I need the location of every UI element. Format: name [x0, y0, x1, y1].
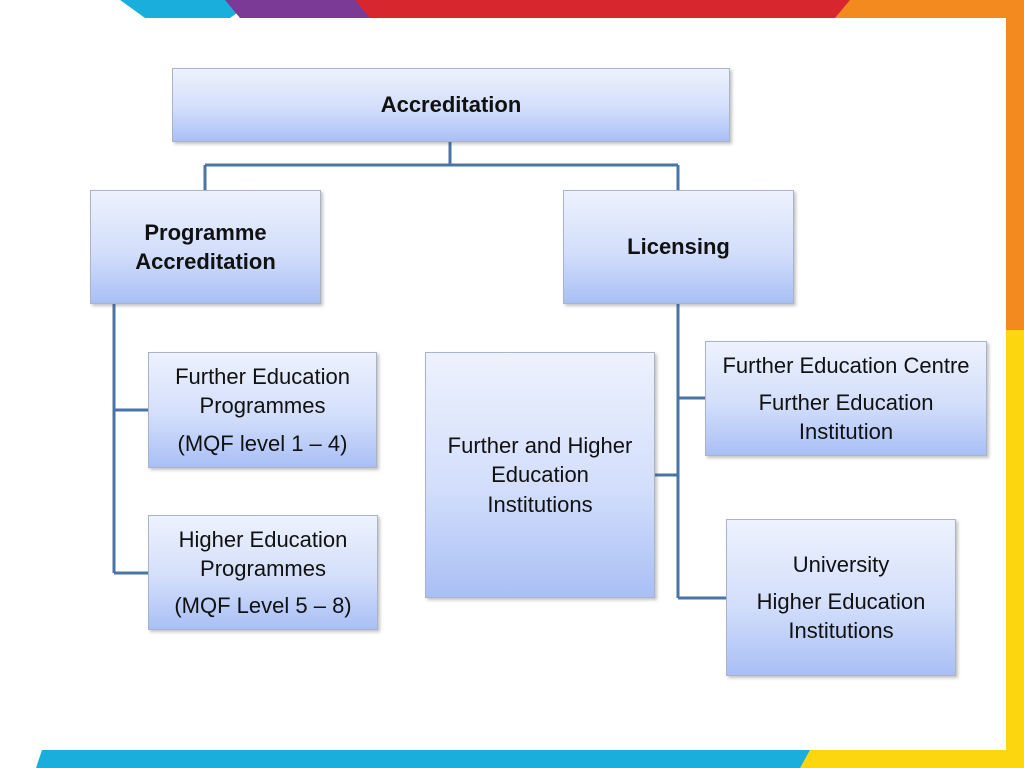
- fhei-line2: Education: [491, 462, 589, 488]
- licensing-box: Licensing: [563, 190, 794, 304]
- programme-accreditation-label-line2: Accreditation: [135, 249, 276, 274]
- accreditation-box: Accreditation: [172, 68, 730, 142]
- fe-programmes-line2: Programmes: [199, 393, 326, 419]
- top-band-purple: [225, 0, 385, 18]
- university-line2: Higher Education: [756, 588, 926, 614]
- higher-education-programmes-box: Higher Education Programmes (MQF Level 5…: [148, 515, 378, 630]
- connector-root-to-children: [203, 142, 680, 190]
- fe-centre-line2: Further Education: [758, 389, 934, 415]
- bottom-band-cyan: [36, 750, 830, 768]
- fhei-line1: Further and Higher: [447, 433, 633, 459]
- licensing-label: Licensing: [627, 234, 730, 260]
- university-line1: University: [792, 551, 890, 577]
- further-and-higher-education-institutions-box: Further and Higher Education Institution…: [425, 352, 655, 598]
- connector-programme-children: [112, 304, 148, 575]
- programme-accreditation-label-line1: Programme: [144, 219, 267, 245]
- top-band-cyan: [120, 0, 255, 18]
- further-education-programmes-box: Further Education Programmes (MQF level …: [148, 352, 377, 468]
- top-band-orange: [835, 0, 1024, 18]
- fe-programmes-mqf-level: (MQF level 1 – 4): [177, 430, 348, 456]
- he-programmes-line2: Programmes: [200, 555, 326, 581]
- fe-centre-line3: Institution: [798, 419, 894, 445]
- right-band-orange: [1006, 0, 1024, 330]
- further-education-centre-box: Further Education Centre Further Educati…: [705, 341, 987, 456]
- he-programmes-mqf-level: (MQF Level 5 – 8): [174, 593, 352, 619]
- connector-licensing-children: [655, 304, 726, 600]
- fe-centre-line1: Further Education Centre: [722, 352, 970, 378]
- accreditation-label: Accreditation: [380, 92, 522, 118]
- right-band-yellow: [1006, 330, 1024, 768]
- fe-programmes-line1: Further Education: [175, 364, 350, 390]
- university-box: University Higher Education Institutions: [726, 519, 956, 676]
- bottom-band-yellow: [800, 750, 1024, 768]
- university-line3: Institutions: [788, 618, 894, 644]
- he-programmes-line1: Higher Education: [178, 526, 348, 552]
- fhei-line3: Institutions: [487, 491, 593, 517]
- top-band-red: [355, 0, 870, 18]
- programme-accreditation-box: Programme Accreditation: [90, 190, 321, 304]
